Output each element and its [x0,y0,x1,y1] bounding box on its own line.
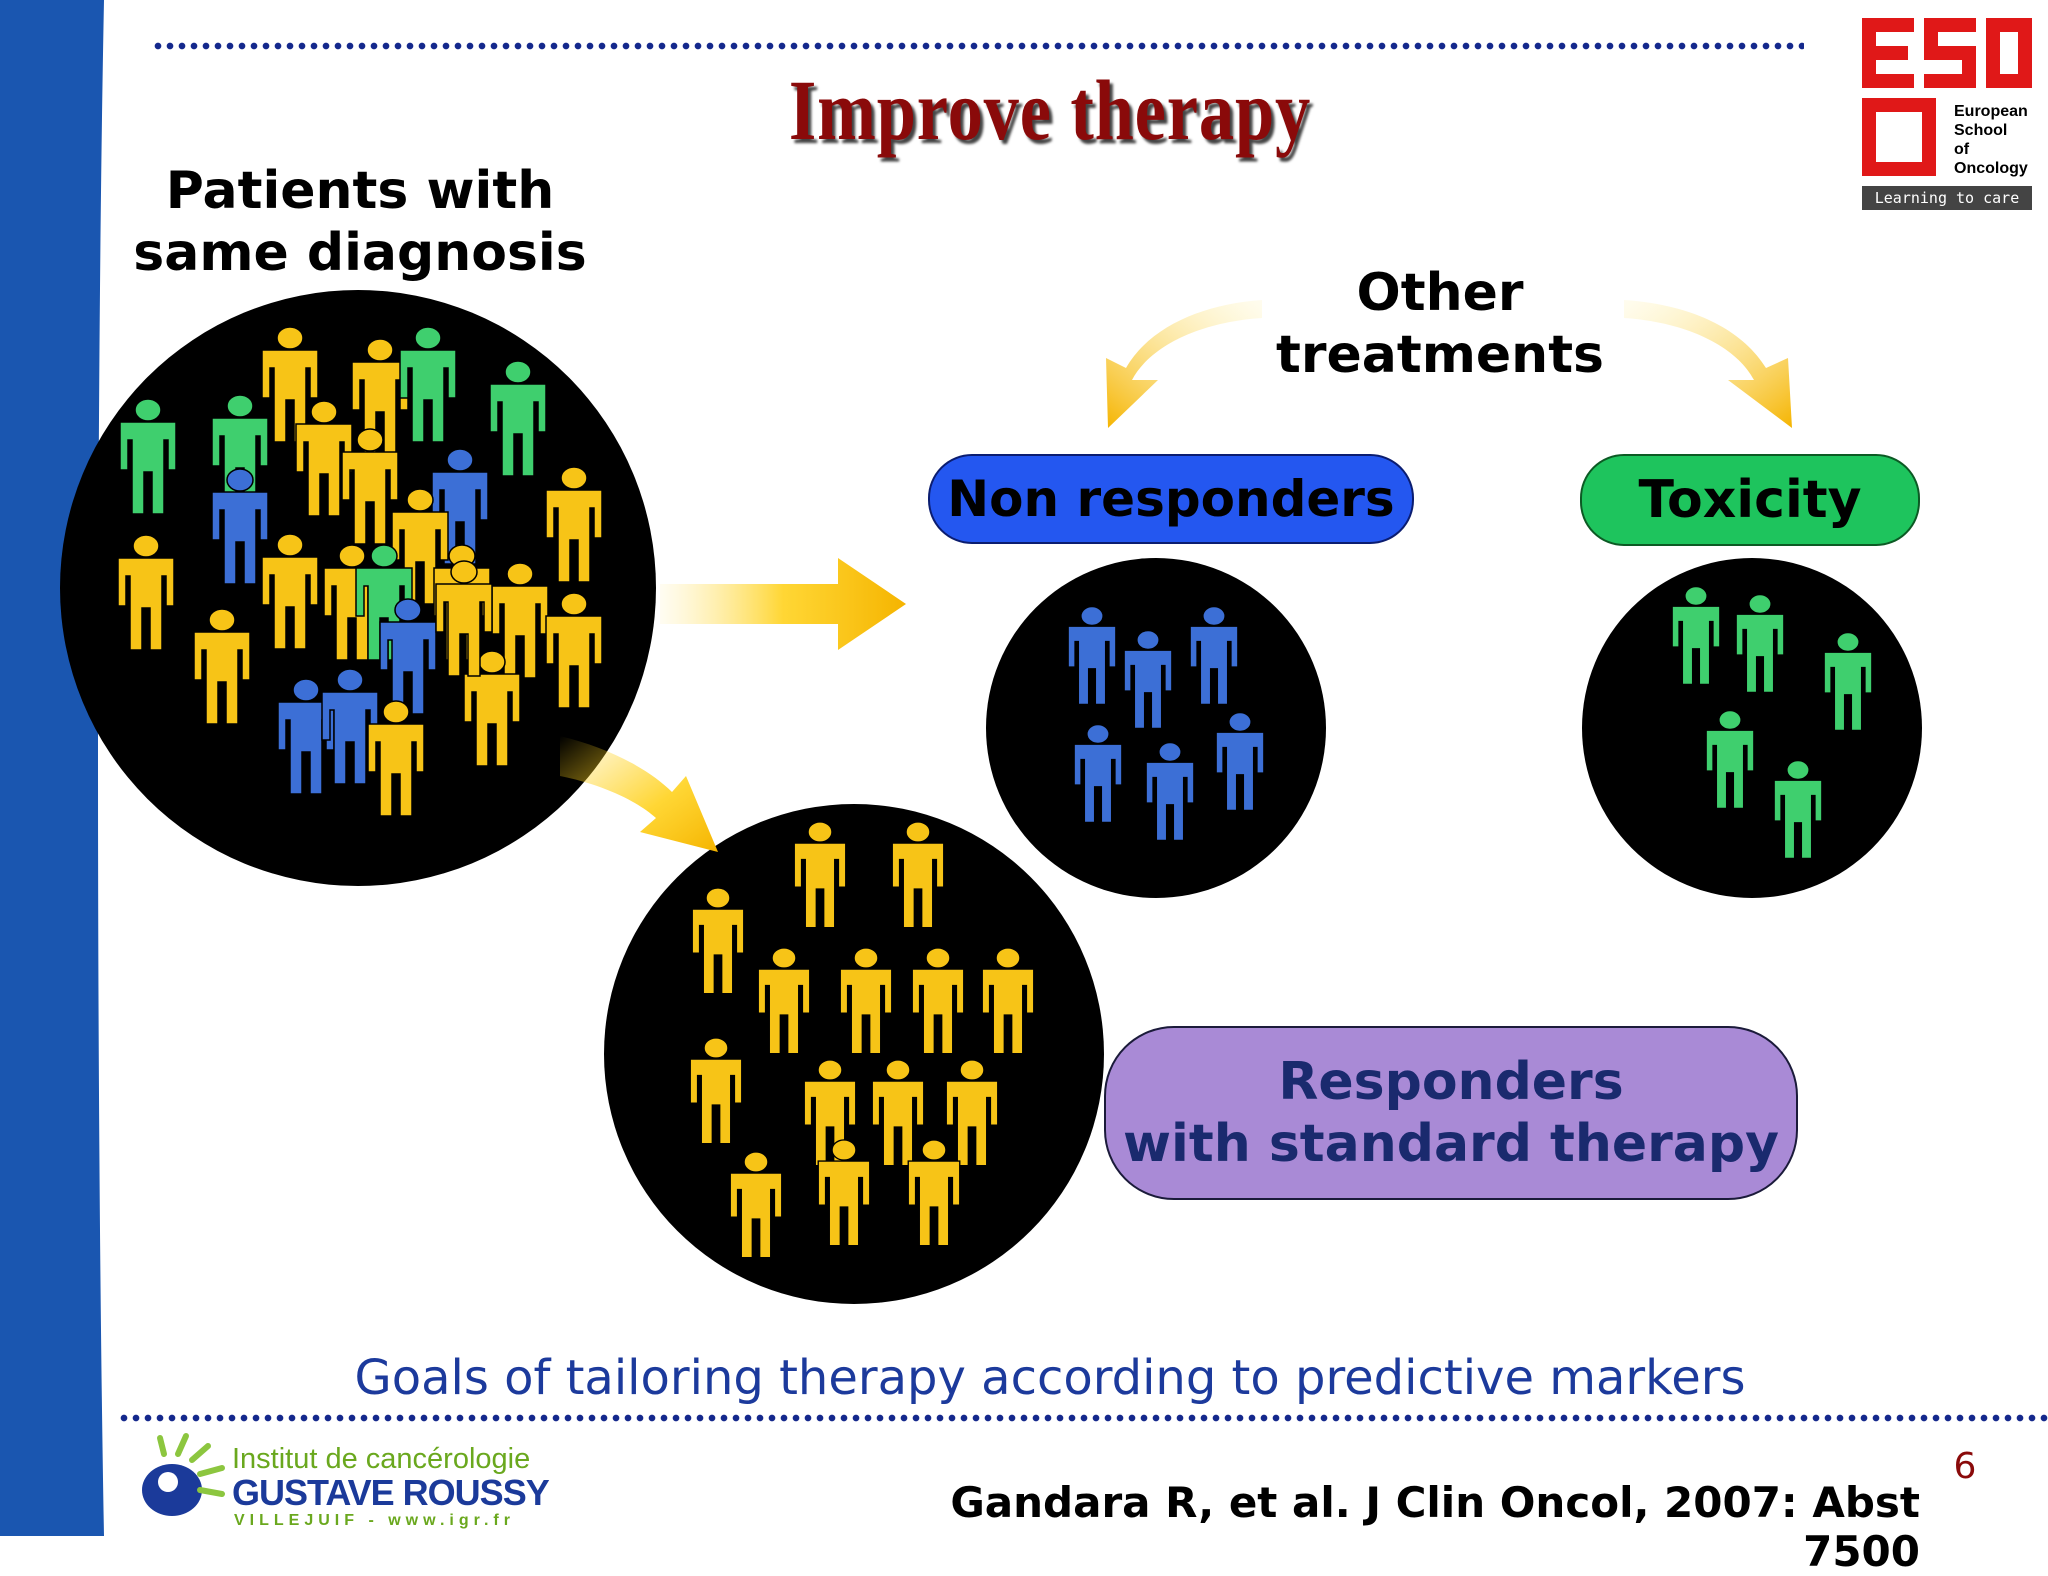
person-icon [489,360,547,477]
patients-label-line2: same diagnosis [133,223,587,284]
person-icon [729,1151,783,1259]
person-icon [1145,742,1195,842]
other-treatments-line1: Other [1356,263,1524,323]
person-icon [545,592,603,709]
person-icon [839,947,893,1055]
curved-arrow-left [1106,300,1262,428]
curved-arrow-right [1624,300,1792,428]
person-icon [1073,724,1123,824]
patients-label: Patients with same diagnosis [100,160,620,285]
bottom-dotted-line [118,1414,2048,1422]
responders-line2: with standard therapy [1122,1114,1780,1174]
responders-pill: Responders with standard therapy [1104,1026,1798,1200]
person-icon [323,544,381,661]
person-icon [367,700,425,817]
responders-line1: Responders [1278,1051,1624,1112]
person-icon [689,1037,743,1145]
eso-logo [1858,16,2034,212]
eso-tagline: Learning to care [1862,186,2032,210]
goals-text: Goals of tailoring therapy according to … [354,1350,1746,1406]
igr-logo-line1: Institut de cancérologie [232,1443,531,1475]
igr-logo-line2: GUSTAVE ROUSSY [232,1472,550,1513]
person-icon [981,947,1035,1055]
other-treatments-line2: treatments [1276,325,1604,386]
person-icon [193,608,251,725]
person-icon [793,821,847,929]
person-icon [945,1059,999,1167]
person-icon [545,466,603,583]
person-icon [817,1139,871,1247]
person-icon [1671,586,1721,686]
person-icon [1773,760,1823,860]
page-number: 6 [1953,1446,1977,1487]
igr-logo-mark [142,1433,225,1516]
person-icon [1705,710,1755,810]
person-icon [117,534,175,651]
person-icon [295,400,353,517]
person-icon [119,398,177,515]
non-responders-label: Non responders [947,470,1395,528]
eso-text-line1: European [1954,103,2028,120]
person-icon [211,394,269,511]
top-dotted-line [152,42,1804,50]
person-icon [907,1139,961,1247]
person-icon [1823,632,1873,732]
slide-title: Improve therapy [788,62,1312,158]
diagram-graphics [60,290,1922,1304]
person-icon [211,468,269,585]
person-icon [1123,630,1173,730]
person-icon [491,562,549,679]
person-icon [691,887,745,995]
eso-logo-mark [1862,18,2032,176]
person-icon [261,533,319,650]
left-blue-band [0,0,104,1536]
person-icon [435,560,493,677]
person-icon [757,947,811,1055]
person-icon [341,428,399,545]
person-icon [1215,712,1265,812]
right-arrow [660,558,906,650]
person-icon [891,821,945,929]
eso-text-line2: School [1954,122,2008,139]
person-icon [911,947,965,1055]
toxicity-pill: Toxicity [1580,454,1920,546]
patients-label-line1: Patients with [165,161,555,221]
eso-text-line4: Oncology [1954,160,2028,177]
person-icon [261,326,319,443]
person-icon [1735,594,1785,694]
person-icon [379,598,437,715]
person-icon [1189,606,1239,706]
eso-logo-text: European School of Oncology [1954,102,2028,178]
person-icon [1067,606,1117,706]
igr-logo-line3: VILLEJUIF - www.igr.fr [234,1512,515,1529]
down-right-arrow [560,736,718,852]
person-icon [277,678,335,795]
person-icon [463,650,521,767]
other-treatments-label: Other treatments [1230,262,1650,387]
toxicity-label: Toxicity [1638,470,1862,530]
citation: Gandara R, et al. J Clin Oncol, 2007: Ab… [950,1478,1920,1576]
eso-text-line3: of [1954,141,1970,158]
non-responders-pill: Non responders [928,454,1414,544]
person-icon [321,668,379,785]
person-icon [399,326,457,443]
